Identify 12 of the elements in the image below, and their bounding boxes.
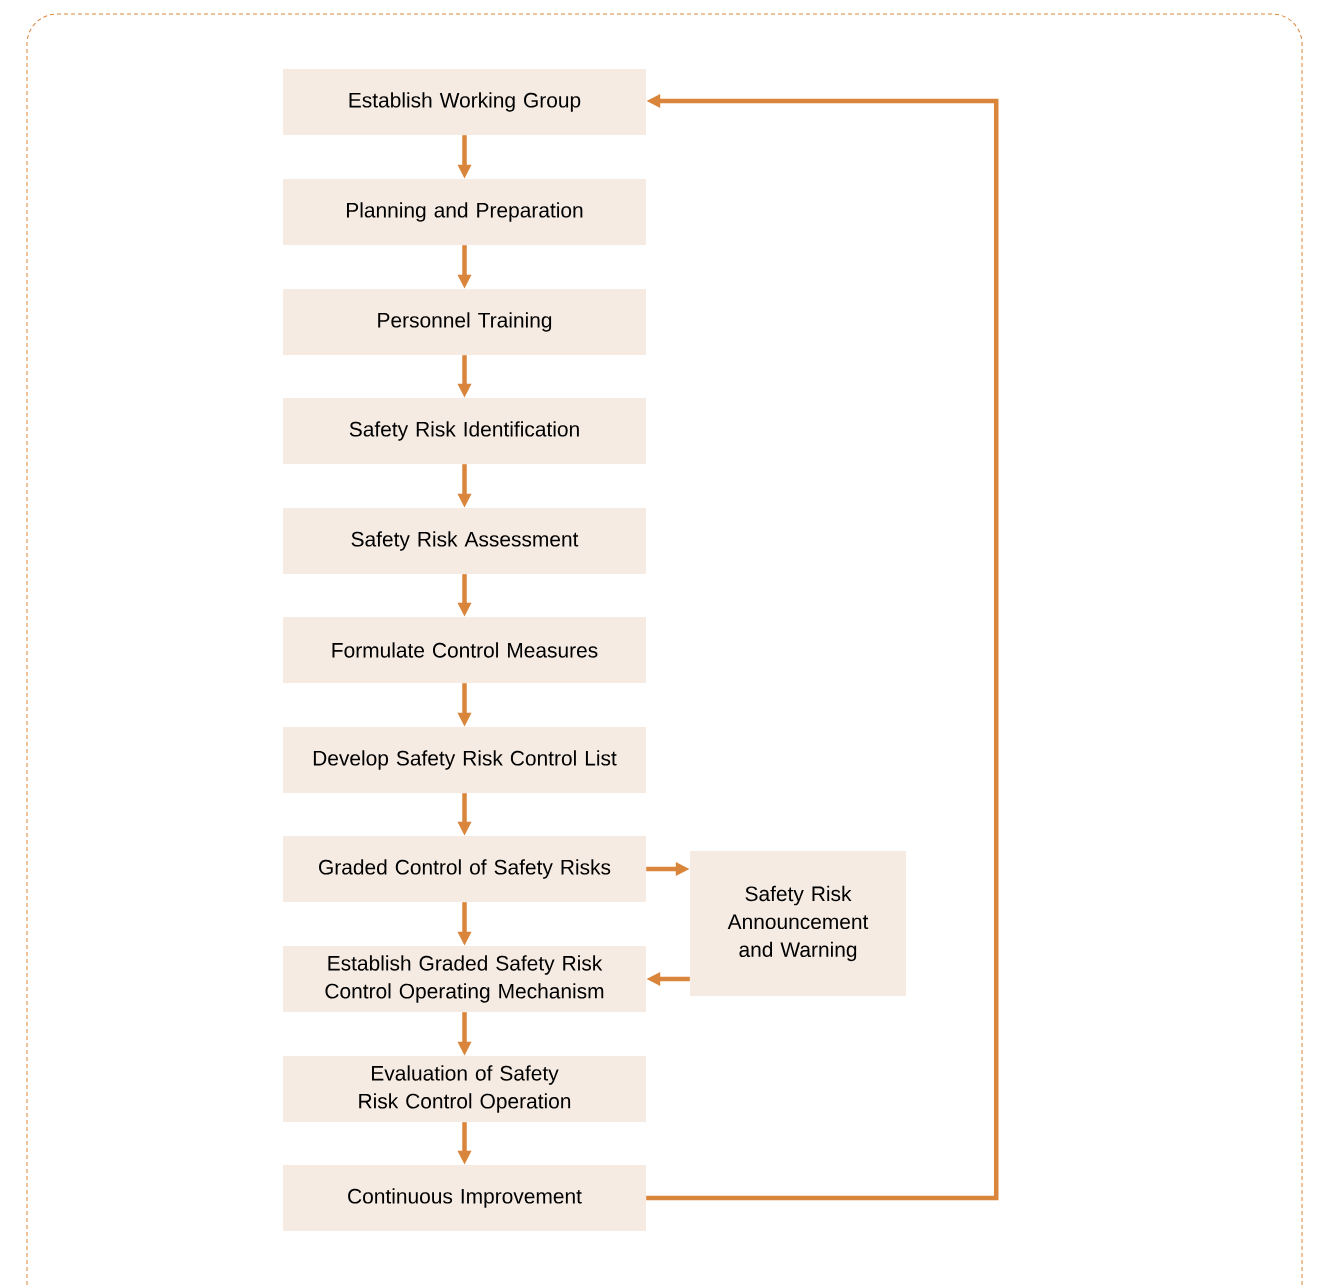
process-box: Evaluation of Safety Risk Control Operation — [283, 1056, 646, 1122]
process-box: Safety Risk Assessment — [283, 508, 646, 574]
process-box: Personnel Training — [283, 289, 646, 355]
process-box: Develop Safety Risk Control List — [283, 727, 646, 793]
process-box: Planning and Preparation — [283, 179, 646, 245]
process-box: Graded Control of Safety Risks — [283, 836, 646, 902]
process-box: Formulate Control Measures — [283, 617, 646, 683]
process-box: Safety Risk Identification — [283, 398, 646, 464]
process-box: Establish Graded Safety Risk Control Operating Mechanism — [283, 946, 646, 1012]
process-box: Safety Risk Announcement and Warning — [690, 851, 906, 996]
process-box: Establish Working Group — [283, 69, 646, 135]
process-box: Continuous Improvement — [283, 1165, 646, 1231]
